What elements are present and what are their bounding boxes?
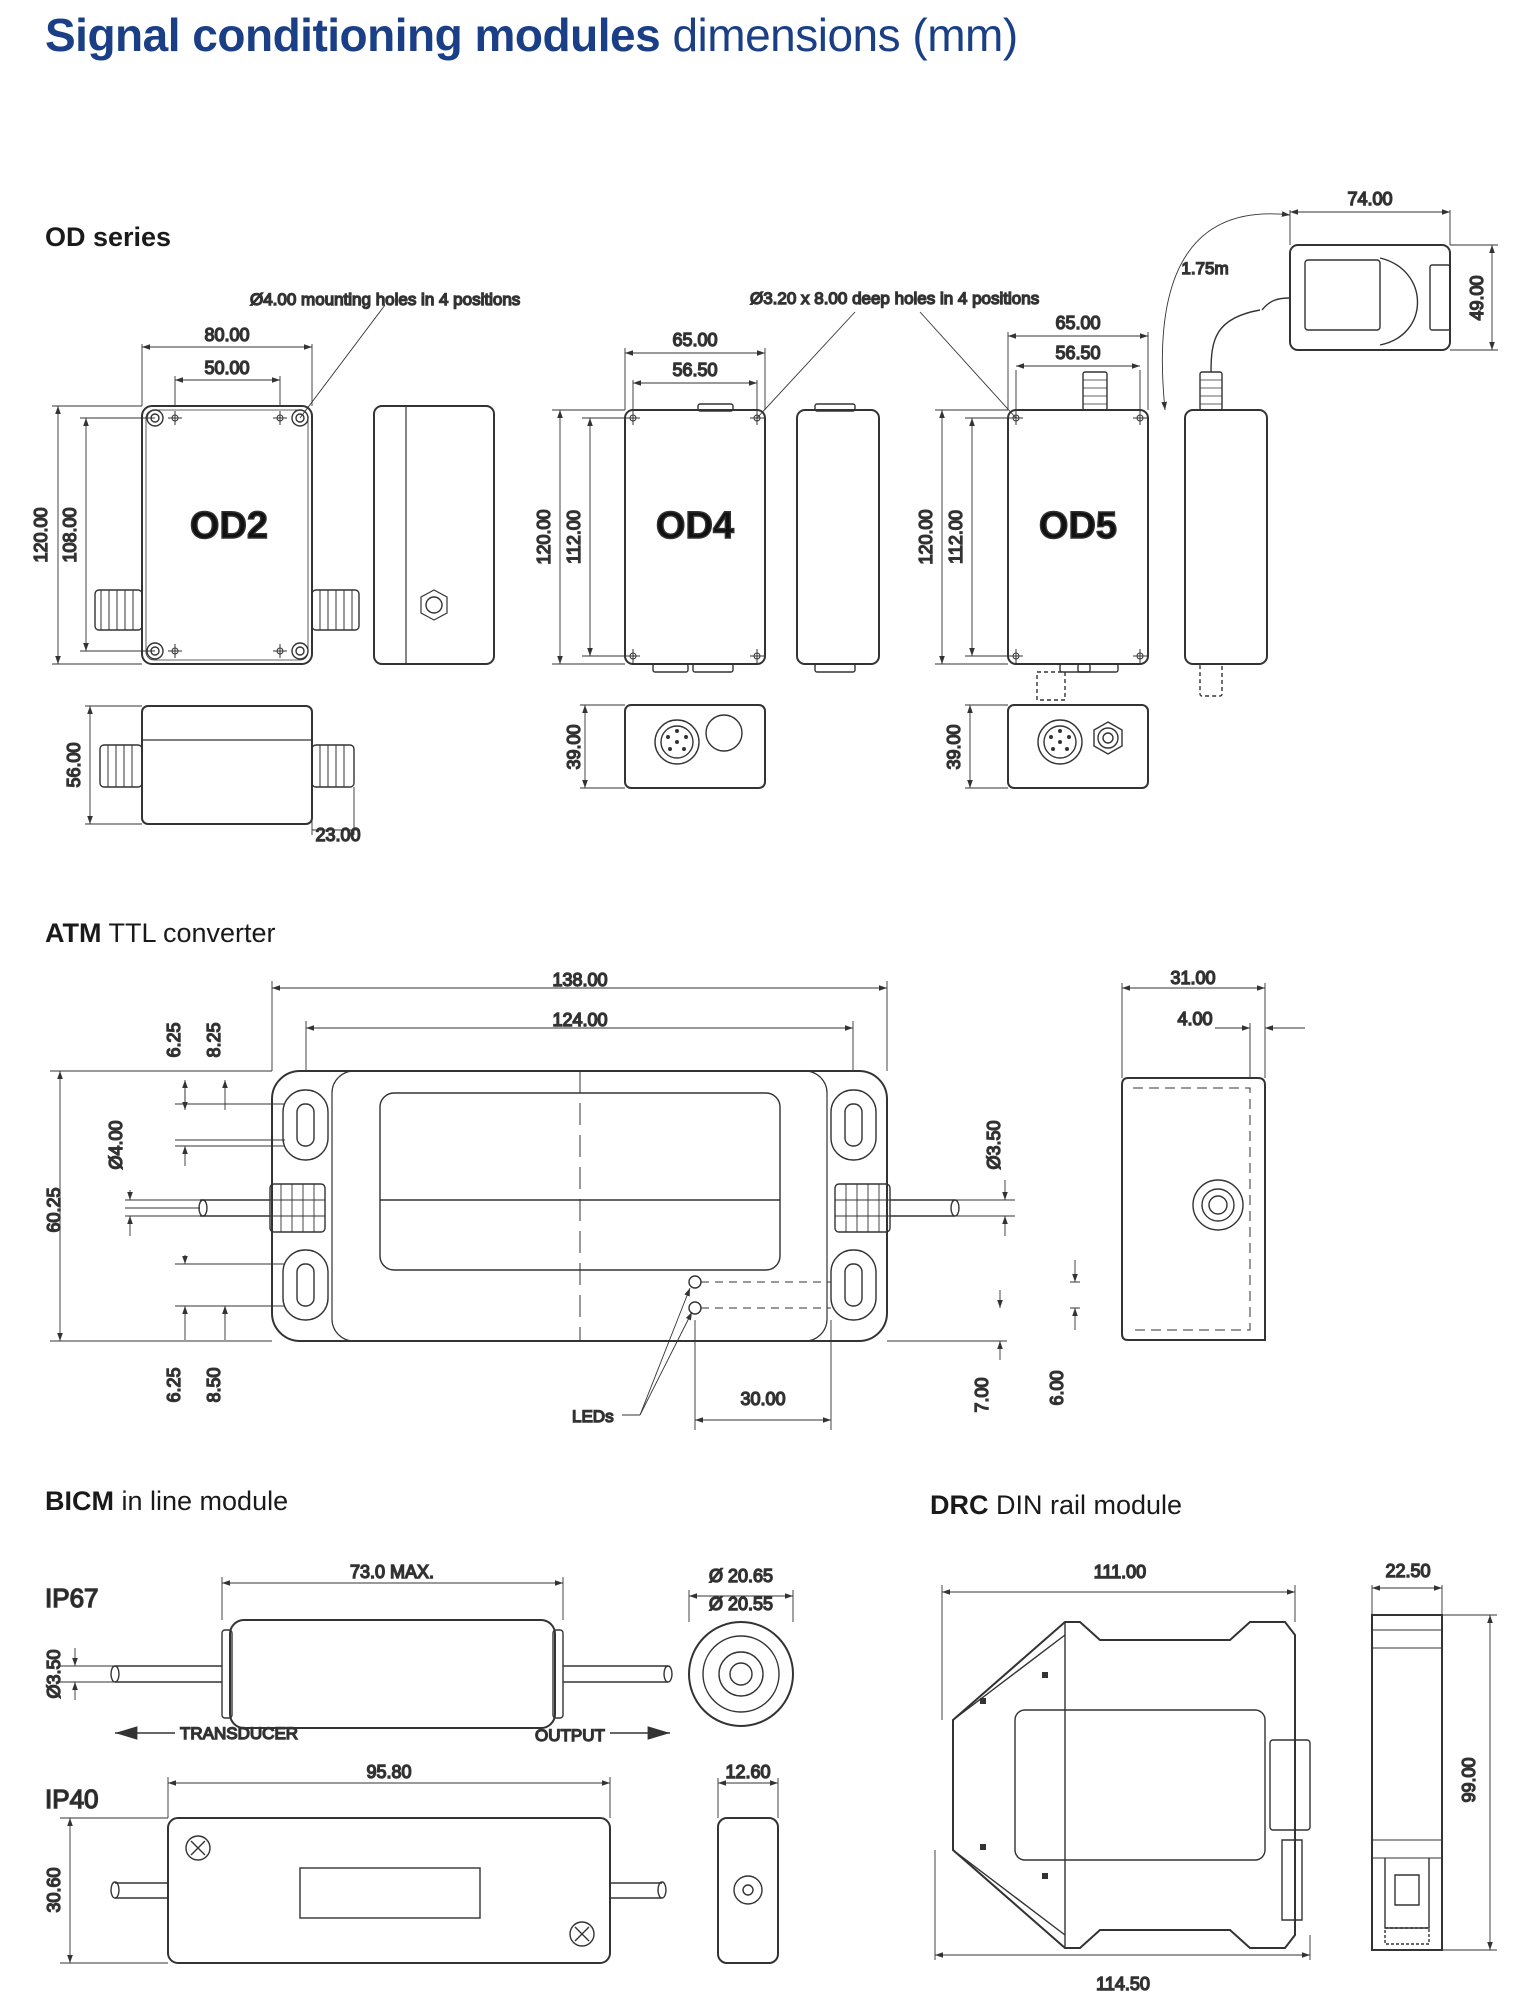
atm-front-view <box>198 1070 960 1342</box>
atm-bot-b: 8.50 <box>204 1367 224 1402</box>
atm-led-b: 6.00 <box>1047 1370 1067 1405</box>
od45-holes-note: Ø3.20 x 8.00 deep holes in 4 positions <box>750 289 1039 308</box>
atm-hole-dia: Ø4.00 <box>106 1120 126 1169</box>
page-title: Signal conditioning modules dimensions (… <box>45 9 1018 61</box>
atm-leds-label: LEDs <box>572 1407 614 1426</box>
od4-height-inner: 112.00 <box>564 510 584 564</box>
od5-height-outer: 120.00 <box>916 509 936 564</box>
section-title-od: OD series <box>45 222 172 252</box>
section-title-atm: ATM TTL converter <box>45 918 276 948</box>
od5-connector-width: 74.00 <box>1347 189 1392 209</box>
bicm-transducer-label: TRANSDUCER <box>180 1724 298 1743</box>
atm-led-spacing: 30.00 <box>740 1389 785 1409</box>
od4-width-outer: 65.00 <box>672 330 717 350</box>
atm-side-width: 31.00 <box>1170 968 1215 988</box>
section-title-drc: DRC DIN rail module <box>930 1490 1183 1520</box>
od4-label: OD4 <box>656 505 734 547</box>
drc-front-view <box>934 1585 1311 1960</box>
od5-cable-length: 1.75m <box>1181 259 1228 278</box>
od2-holes-note: Ø4.00 mounting holes in 4 positions <box>250 290 520 309</box>
od4-drawing <box>552 311 880 789</box>
od5-label: OD5 <box>1039 505 1117 547</box>
atm-bot-a: 6.25 <box>164 1367 184 1402</box>
atm-width-outer: 138.00 <box>552 970 607 990</box>
bicm-cable-dia: Ø3.50 <box>44 1649 64 1698</box>
atm-led-a: 7.00 <box>972 1377 992 1412</box>
atm-side-lip: 4.00 <box>1177 1009 1212 1029</box>
od2-depth: 56.00 <box>64 742 84 787</box>
bicm-ip40-length: 95.80 <box>366 1762 411 1782</box>
od4-depth: 39.00 <box>564 724 584 769</box>
atm-top-b: 8.25 <box>204 1022 224 1057</box>
atm-side-view <box>1121 983 1305 1341</box>
drc-height: 99.00 <box>1459 1757 1479 1802</box>
od2-height-outer: 120.00 <box>31 507 51 562</box>
bicm-ip40-label: IP40 <box>45 1784 99 1814</box>
od5-width-inner: 56.50 <box>1055 343 1100 363</box>
od5-connector-height: 49.00 <box>1467 275 1487 320</box>
od2-label: OD2 <box>190 505 268 547</box>
od4-height-outer: 120.00 <box>534 509 554 564</box>
bicm-ip40-width: 12.60 <box>725 1762 770 1782</box>
bicm-ip40-view <box>60 1777 779 1964</box>
bicm-ip67-label: IP67 <box>45 1583 99 1613</box>
atm-cable-dia: Ø3.50 <box>984 1120 1004 1169</box>
od5-height-inner: 112.00 <box>946 510 966 564</box>
bicm-ip40-height: 30.60 <box>44 1867 64 1912</box>
od2-drawing <box>52 304 495 835</box>
bicm-output-label: OUTPUT <box>535 1726 605 1745</box>
od5-depth: 39.00 <box>944 724 964 769</box>
atm-height: 60.25 <box>44 1187 64 1232</box>
od2-width-inner: 50.00 <box>204 358 249 378</box>
drc-side-view <box>1371 1585 1497 1951</box>
section-title-bicm: BICM in line module <box>45 1486 289 1516</box>
od2-gland: 23.00 <box>315 825 360 845</box>
bicm-ip67-view <box>60 1577 794 1740</box>
od4-width-inner: 56.50 <box>672 360 717 380</box>
od2-width-outer: 80.00 <box>204 325 249 345</box>
atm-dimensions <box>50 981 1080 1430</box>
od2-height-inner: 108.00 <box>60 507 80 562</box>
drc-width-bottom: 114.50 <box>1096 1974 1150 1994</box>
drc-width-top: 111.00 <box>1094 1562 1146 1582</box>
bicm-dia-a: Ø 20.65 <box>709 1566 773 1586</box>
bicm-ip67-length: 73.0 MAX. <box>350 1562 434 1582</box>
bicm-dia-b: Ø 20.55 <box>709 1594 773 1614</box>
od5-drawing <box>919 209 1498 789</box>
drc-side-width: 22.50 <box>1385 1561 1430 1581</box>
atm-top-a: 6.25 <box>164 1022 184 1057</box>
atm-width-inner: 124.00 <box>552 1010 607 1030</box>
od5-width-outer: 65.00 <box>1055 313 1100 333</box>
